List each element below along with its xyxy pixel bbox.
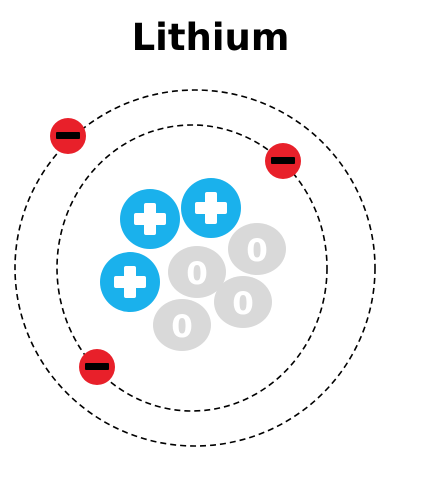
plus-sign-icon (134, 203, 166, 235)
inner-shell-orbit (56, 124, 328, 412)
minus-sign-icon (56, 132, 80, 139)
neutron: 0 (214, 276, 272, 328)
neutron: 0 (153, 299, 211, 351)
minus-sign-icon (85, 363, 109, 370)
plus-sign-icon (114, 266, 146, 298)
electron (50, 118, 86, 154)
neutron: 0 (228, 223, 286, 275)
proton (100, 252, 160, 312)
neutron: 0 (168, 246, 226, 298)
proton (120, 189, 180, 249)
svg-text:0: 0 (246, 233, 268, 269)
plus-sign-icon (195, 192, 227, 224)
diagram-title: Lithium (131, 16, 290, 59)
svg-text:0: 0 (232, 286, 254, 322)
proton (181, 178, 241, 238)
electron (79, 349, 115, 385)
outer-shell-orbit (14, 89, 376, 447)
electron (265, 143, 301, 179)
svg-text:0: 0 (171, 309, 193, 345)
minus-sign-icon (271, 157, 295, 164)
svg-text:0: 0 (186, 256, 208, 292)
